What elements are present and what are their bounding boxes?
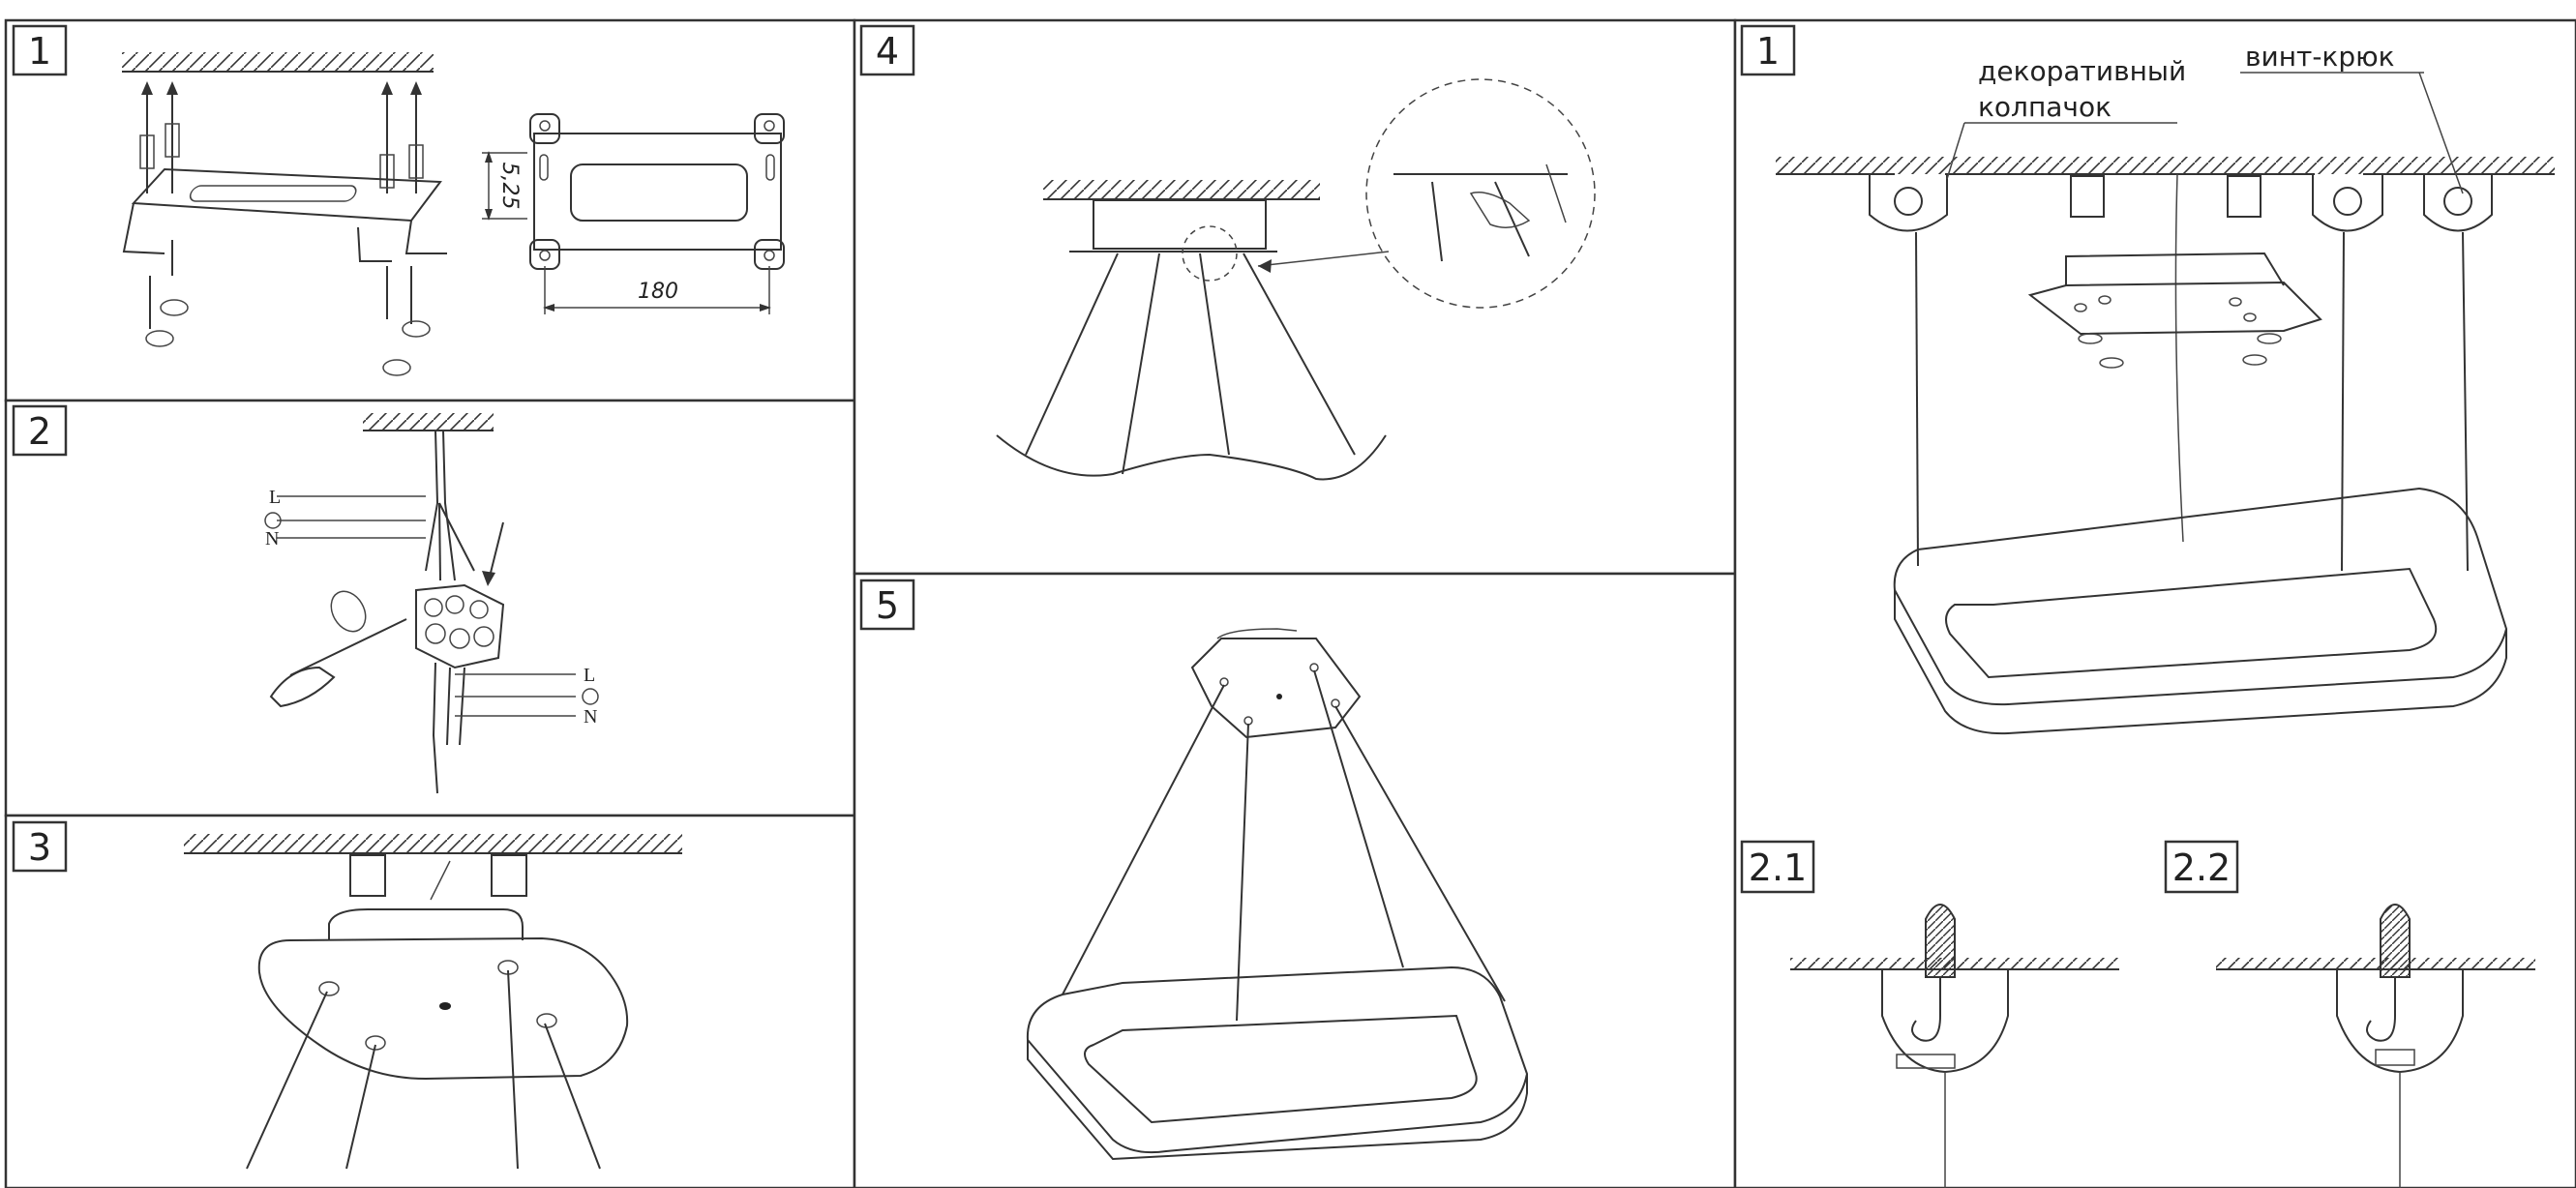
cable-adjustment-illustration [996, 78, 1596, 481]
step-labels: 1 2 3 4 5 1 2.1 2.2 [12, 24, 2239, 894]
right-step-1-label: 1 [1756, 30, 1780, 73]
step-3-label: 3 [28, 826, 51, 869]
wire-l-top: L [269, 487, 281, 508]
step-2-2-label: 2.2 [2172, 846, 2231, 889]
hook-section-2-1 [1790, 904, 2119, 1188]
hook-mounting-illustration: декоративный колпачок винт-крюк [1776, 41, 2555, 735]
wire-l-bottom: L [584, 665, 595, 686]
step-1-label: 1 [28, 30, 51, 73]
hook-section-2-2 [2216, 904, 2535, 1188]
bracket-mounting-illustration: 5,25 180 [122, 52, 785, 376]
screw-hook-label: винт-крюк [2245, 41, 2395, 73]
assembled-lamp-illustration [1026, 628, 1529, 1161]
panel-frames [4, 18, 2576, 1188]
bracket-height-dimension: 5,25 [497, 163, 522, 210]
step-2-1-label: 2.1 [1749, 846, 1807, 889]
wiring-illustration: L N L N [264, 413, 599, 794]
step-2-label: 2 [28, 410, 51, 453]
canopy-mounting-illustration [184, 834, 682, 1170]
step-5-label: 5 [876, 584, 899, 627]
step-4-label: 4 [876, 30, 899, 73]
decorative-cap-label-line2: колпачок [1978, 91, 2112, 123]
bracket-width-dimension: 180 [638, 280, 678, 304]
wire-n-top: N [265, 528, 279, 549]
decorative-cap-label-line1: декоративный [1978, 55, 2186, 87]
wire-n-bottom: N [584, 706, 597, 728]
